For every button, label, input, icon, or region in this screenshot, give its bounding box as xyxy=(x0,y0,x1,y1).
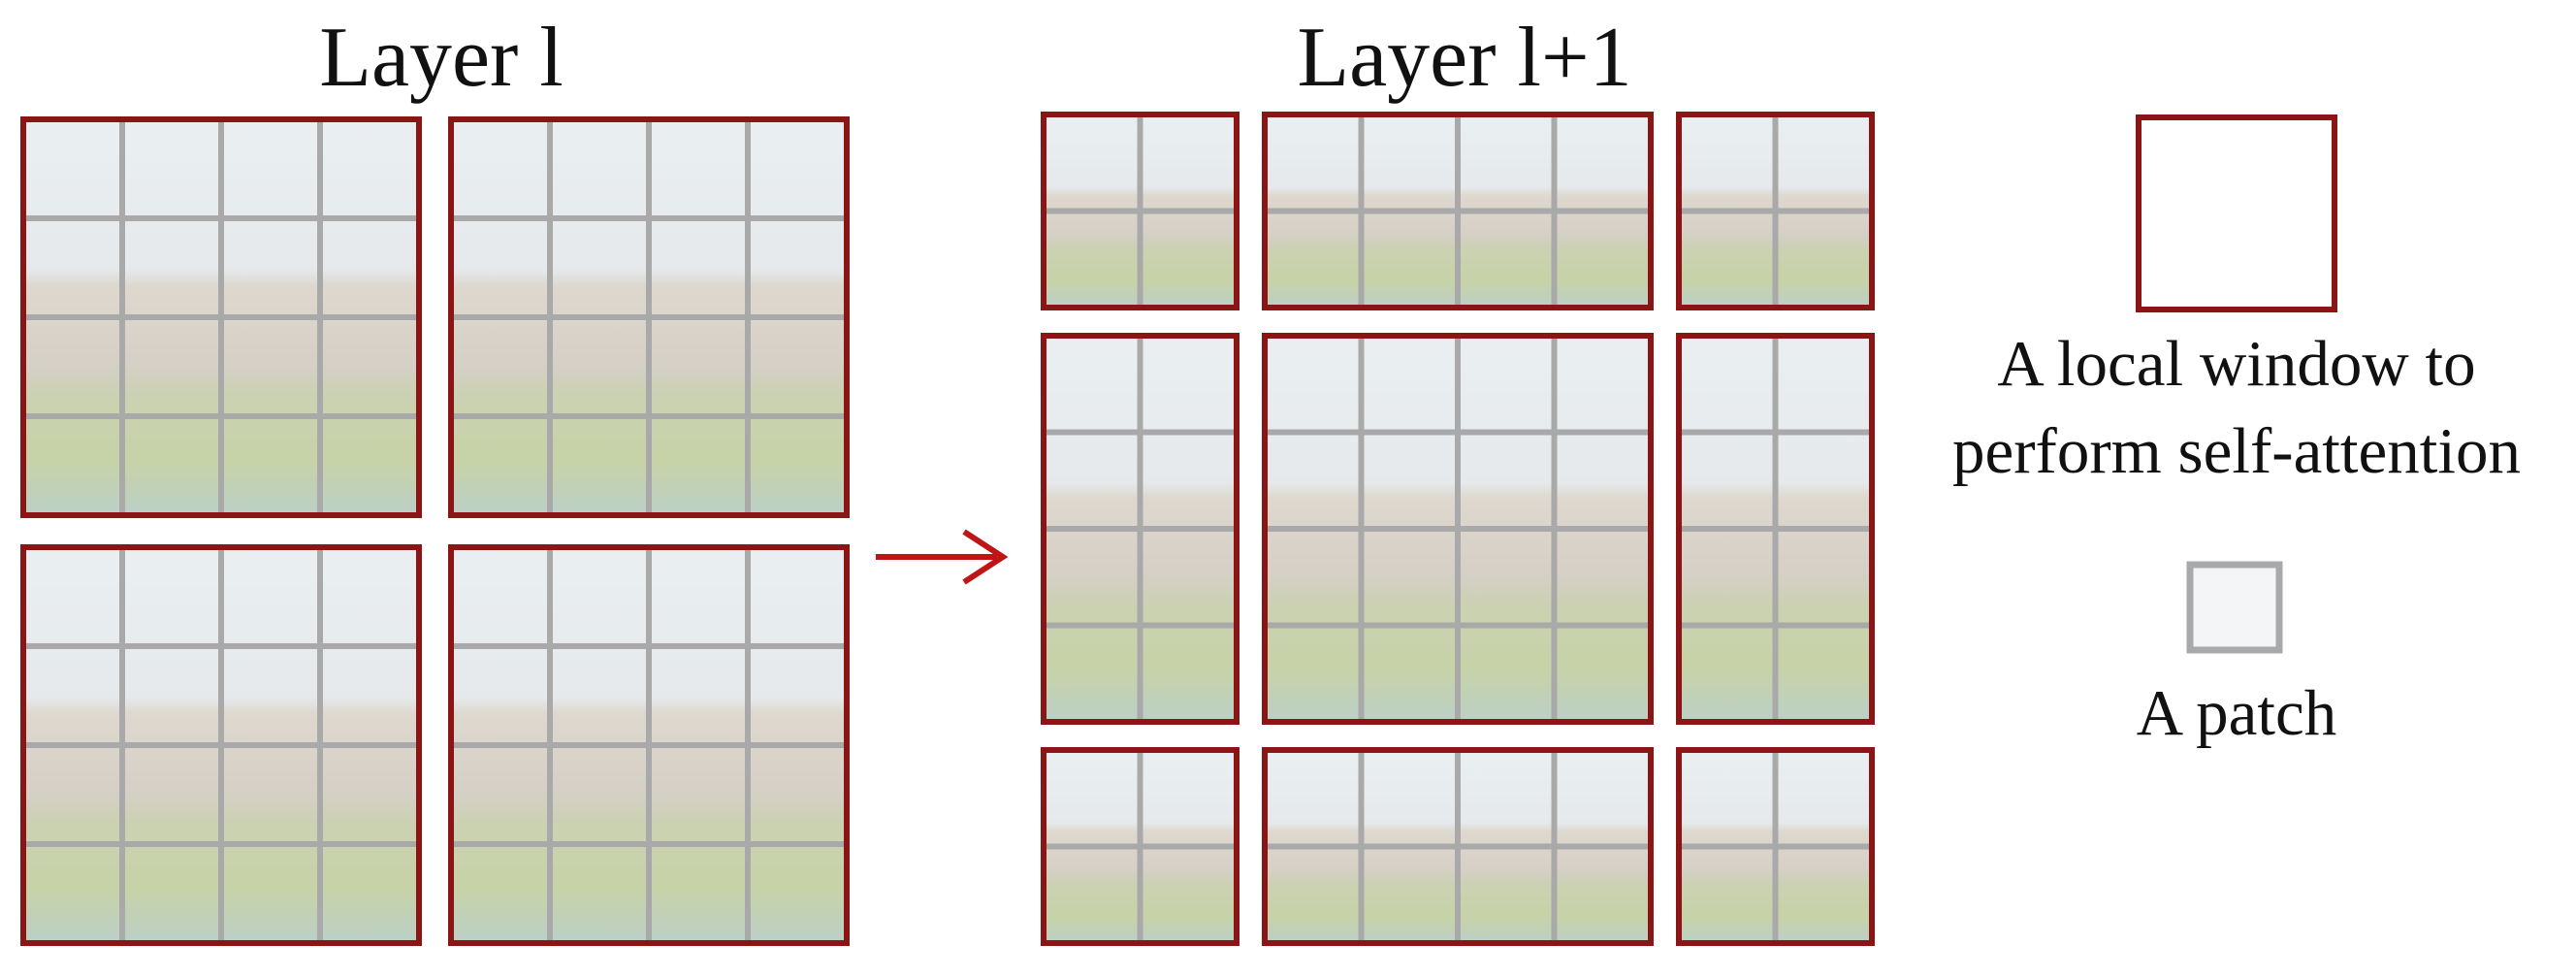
window-border xyxy=(1262,333,1654,725)
legend-patch-swatch xyxy=(2186,561,2283,654)
window-border xyxy=(1262,747,1654,946)
layer-l-window-grid xyxy=(20,116,850,946)
shifted-window-r0-c0 xyxy=(1041,112,1240,310)
window-border xyxy=(1041,333,1240,725)
legend: A local window to perform self-attention… xyxy=(1952,114,2521,749)
shifted-window-r2-c1 xyxy=(1262,747,1654,946)
shifted-window-r1-c1 xyxy=(1262,333,1654,725)
window-border xyxy=(20,544,422,946)
shifted-window-r2-c0 xyxy=(1041,747,1240,946)
window-r0-c0 xyxy=(20,116,422,518)
window-border xyxy=(448,544,850,946)
layer-l-title: Layer l xyxy=(319,11,564,105)
window-r1-c0 xyxy=(20,544,422,946)
legend-window-label-line1: A local window to xyxy=(1997,328,2475,400)
window-border xyxy=(1676,333,1875,725)
window-border xyxy=(20,116,422,518)
window-border xyxy=(1041,112,1240,310)
window-border xyxy=(1676,747,1875,946)
window-r0-c1 xyxy=(448,116,850,518)
shifted-window-r1-c2 xyxy=(1676,333,1875,725)
shifted-window-r1-c0 xyxy=(1041,333,1240,725)
window-border xyxy=(1262,112,1654,310)
shifted-window-r0-c2 xyxy=(1676,112,1875,310)
layer-l-plus-1-title: Layer l+1 xyxy=(1297,11,1631,105)
window-border xyxy=(1041,747,1240,946)
shifted-window-r0-c1 xyxy=(1262,112,1654,310)
legend-patch-label: A patch xyxy=(2137,677,2337,749)
legend-window-swatch xyxy=(2136,114,2337,312)
legend-window-label-line2: perform self-attention xyxy=(1952,415,2521,487)
window-border xyxy=(1676,112,1875,310)
window-border xyxy=(448,116,850,518)
window-r1-c1 xyxy=(448,544,850,946)
shifted-window-r2-c2 xyxy=(1676,747,1875,946)
arrow-right-icon xyxy=(876,529,1009,585)
layer-l-plus-1-window-grid xyxy=(1041,112,1875,946)
